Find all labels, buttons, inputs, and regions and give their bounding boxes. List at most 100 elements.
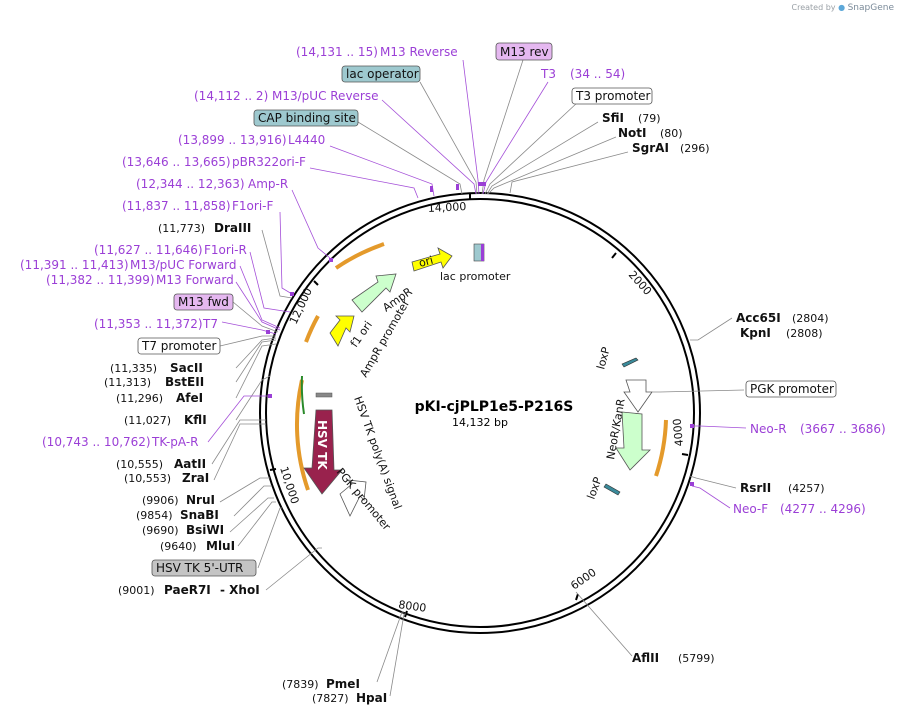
neor-kanr-arrow[interactable] <box>615 411 651 471</box>
m13-reverse-range: (14,131 .. 15) <box>296 45 378 59</box>
l4440-name[interactable]: L4440 <box>288 133 325 147</box>
leader-rsrii <box>689 475 737 489</box>
neo-f-name[interactable]: Neo-F <box>733 502 768 516</box>
leader-m13-puc-forward <box>239 265 281 329</box>
loxp-bottom-mark[interactable] <box>603 483 621 496</box>
t3-name[interactable]: T3 <box>540 67 556 81</box>
primer-marks <box>266 182 694 486</box>
m13-forward-name[interactable]: M13 Forward <box>156 273 234 287</box>
amp-r-name[interactable]: Amp-R <box>248 177 288 191</box>
noti-name[interactable]: NotI <box>618 126 647 140</box>
tick-label-6000: 6000 <box>568 566 598 593</box>
leader-afei <box>235 343 277 399</box>
labels-top: (14,131 .. 15) M13 Reverse M13 rev T3 (3… <box>122 42 710 213</box>
kfli-pos: (11,027) <box>124 414 171 427</box>
tick-label-12000: 12,000 <box>287 286 315 326</box>
aatii-name[interactable]: AatII <box>174 457 206 471</box>
ori-arrow[interactable] <box>411 247 453 272</box>
backbone-outer <box>259 192 701 634</box>
kpni-name[interactable]: KpnI <box>740 326 771 340</box>
nrui-pos: (9906) <box>142 494 179 507</box>
aflii-name[interactable]: AflII <box>632 651 659 665</box>
leader-bsteii <box>235 339 277 383</box>
bsiwi-name[interactable]: BsiWI <box>186 523 224 537</box>
leader-lines <box>207 59 747 697</box>
hpai-name[interactable]: HpaI <box>356 691 387 705</box>
leader-snabi <box>233 485 272 517</box>
sgrai-name[interactable]: SgrAI <box>632 141 669 155</box>
leader-pgk-promoter <box>652 389 745 393</box>
primer-mark-f1ori-f <box>290 292 294 296</box>
leader-m13-forward <box>235 281 281 331</box>
aflii-pos: (5799) <box>678 652 715 665</box>
primer-mark-neo-r <box>690 424 694 428</box>
paer7i-name[interactable]: PaeR7I <box>164 583 211 597</box>
sacii-pos: (11,335) <box>110 362 157 375</box>
labels-left: (11,773) DraIII (11,627 .. 11,646) F1ori… <box>20 221 260 597</box>
pgk-promoter-label: PGK promoter <box>750 382 834 396</box>
pgk-promoter-arrow-left[interactable] <box>339 479 367 517</box>
m13-rev-box[interactable] <box>495 42 553 61</box>
pgk-promoter-box[interactable] <box>745 380 837 398</box>
rsrii-name[interactable]: RsrII <box>740 481 771 495</box>
orf-arc-right <box>654 419 668 477</box>
sgrai-pos: (296) <box>680 142 710 155</box>
pmei-name[interactable]: PmeI <box>326 677 360 691</box>
cap-binding-box[interactable] <box>253 109 359 127</box>
mlui-name[interactable]: MluI <box>206 539 235 553</box>
leader-neo-r <box>690 425 747 429</box>
leader-m13-puc-reverse <box>381 99 477 195</box>
draiii-name[interactable]: DraIII <box>214 221 251 235</box>
tick-2000 <box>611 252 617 259</box>
zrai-name[interactable]: ZraI <box>182 471 209 485</box>
bsteii-name[interactable]: BstEII <box>165 375 204 389</box>
paer7i-pos: (9001) <box>118 584 155 597</box>
lac-operator-label-box[interactable] <box>341 65 421 83</box>
tick-label-4000: 4000 <box>671 418 686 447</box>
lac-primer-mark <box>481 244 484 261</box>
rsrii-pos: (4257) <box>788 482 825 495</box>
hsv-tk-arrow[interactable] <box>303 409 343 495</box>
t7-name[interactable]: T7 <box>202 317 218 331</box>
t3-range: (34 .. 54) <box>570 67 625 81</box>
m13-reverse-name[interactable]: M13 Reverse <box>380 45 458 59</box>
lac-operator-label: lac operator <box>346 67 419 81</box>
f1ori-r-name[interactable]: F1ori-R <box>204 243 247 257</box>
kfli-name[interactable]: KflI <box>184 413 207 427</box>
hsv-tk-utr-box[interactable] <box>151 559 257 577</box>
f1ori-f-name[interactable]: F1ori-F <box>232 199 273 213</box>
m13-puc-forward-name[interactable]: M13/pUC Forward <box>130 258 237 272</box>
tick-label-8000: 8000 <box>398 598 428 615</box>
aatii-pos: (10,555) <box>116 458 163 471</box>
neo-r-name[interactable]: Neo-R <box>750 422 787 436</box>
pgk-promoter-arrow-right[interactable] <box>623 379 653 413</box>
tk-pa-r-name[interactable]: TK-pA-R <box>151 435 199 449</box>
t7-promoter-box[interactable] <box>137 337 221 355</box>
m13-fwd-box[interactable] <box>173 293 234 311</box>
l4440-range: (13,899 .. 13,916) <box>178 133 287 147</box>
t3-promoter-label: T3 promoter <box>575 89 651 103</box>
afei-name[interactable]: AfeI <box>176 391 203 405</box>
loxp-top-mark[interactable] <box>621 357 639 368</box>
m13-fwd-label: M13 fwd <box>178 295 229 309</box>
m13-puc-reverse-name[interactable]: M13/pUC Reverse <box>272 89 379 103</box>
leader-t3-promoter <box>484 101 579 195</box>
pbr322ori-f-name[interactable]: pBR322ori-F <box>232 155 306 169</box>
sfii-name[interactable]: SfiI <box>602 111 624 125</box>
t3-promoter-box[interactable] <box>571 87 653 105</box>
zrai-pos: (10,553) <box>124 472 171 485</box>
leader-pbr322ori <box>309 167 419 199</box>
primer-mark-neo-f <box>690 482 694 486</box>
leader-f1ori-r <box>249 251 291 313</box>
sacii-name[interactable]: SacII <box>170 361 203 375</box>
f1-ori-arrow[interactable] <box>329 315 355 347</box>
ampr-arrow[interactable] <box>351 273 397 313</box>
snabi-name[interactable]: SnaBI <box>180 508 219 522</box>
xhoi-name[interactable]: - XhoI <box>220 583 260 597</box>
pmei-pos: (7839) <box>282 678 319 691</box>
nrui-name[interactable]: NruI <box>186 493 215 507</box>
primer-mark-top <box>478 182 486 186</box>
leader-t3 <box>482 81 549 195</box>
acc65i-name[interactable]: Acc65I <box>736 311 781 325</box>
